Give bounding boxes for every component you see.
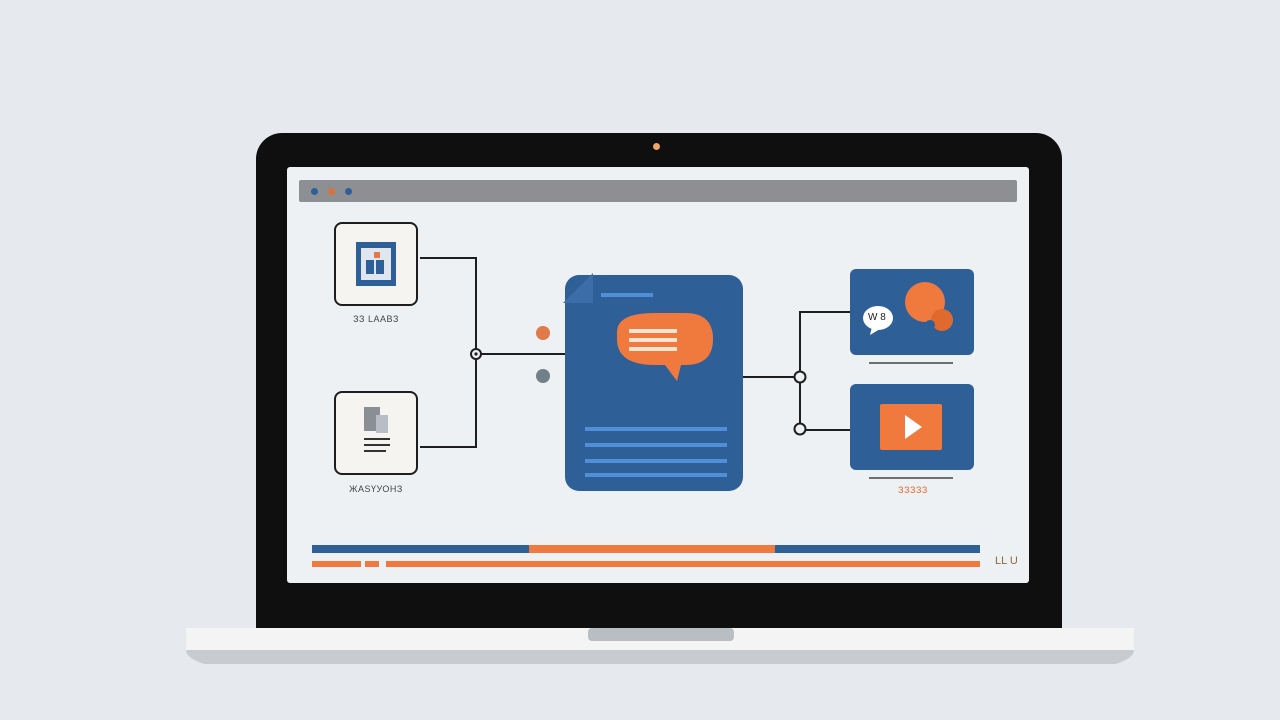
window-dot-blue — [311, 188, 318, 195]
laptop-base — [186, 628, 1134, 670]
laptop-lid: ЗЗ LAABЗ ЖАЅҮУОНЗ — [256, 133, 1062, 633]
chat-output-card[interactable]: W 8 — [850, 269, 974, 355]
progress-end-label: LL U — [995, 555, 1018, 567]
document-node-label: ЖАЅҮУОНЗ — [349, 484, 403, 494]
timeline-segment-3 — [386, 561, 980, 567]
video-output-card[interactable] — [850, 384, 974, 470]
video-node-label: ЗЗЗЗЗ — [898, 485, 928, 495]
image-node-label: ЗЗ LAABЗ — [353, 314, 399, 324]
progress-segment-blue-2 — [775, 545, 980, 553]
play-icon — [880, 404, 942, 450]
document-node-card[interactable] — [334, 391, 418, 475]
gray-dot — [536, 369, 550, 383]
timeline-segment-1 — [312, 561, 361, 567]
image-node-card[interactable] — [334, 222, 418, 306]
progress-segment-blue-1 — [312, 545, 529, 553]
chat-bubbles-icon — [863, 282, 953, 335]
folded-corner — [563, 273, 593, 303]
chat-bubble-text: W 8 — [868, 312, 886, 323]
browser-bar — [299, 180, 1017, 202]
window-dot-blue-2 — [345, 188, 352, 195]
laptop-screen: ЗЗ LAABЗ ЖАЅҮУОНЗ — [287, 167, 1029, 583]
chat-bubble-icon — [585, 293, 727, 477]
progress-segment-orange — [529, 545, 775, 553]
timeline-segment-2 — [365, 561, 379, 567]
window-dot-orange — [328, 188, 335, 195]
orange-dot — [536, 326, 550, 340]
camera-dot — [653, 143, 660, 150]
document-icon — [364, 407, 390, 452]
image-icon — [356, 242, 396, 286]
central-document — [563, 273, 743, 491]
connector-lines — [420, 257, 953, 479]
